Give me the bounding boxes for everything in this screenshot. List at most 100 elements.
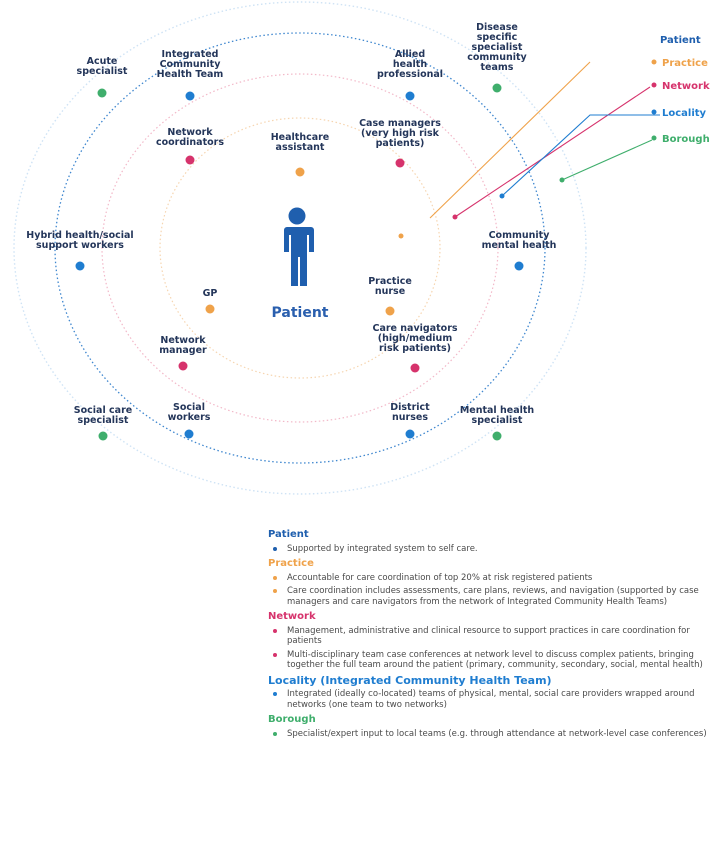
- bullet-icon: [273, 589, 277, 593]
- legend-label: Borough: [662, 134, 710, 145]
- key-section-list: Management, administrative and clinical …: [268, 626, 718, 671]
- node-dot-locality: [185, 91, 195, 101]
- bullet-icon: [273, 731, 277, 736]
- legend-item-practice: Practice: [651, 58, 708, 69]
- node-dot-network: [178, 361, 188, 371]
- key-item-text: Specialist/expert input to local teams (…: [287, 728, 707, 739]
- node-dot-borough: [492, 431, 502, 441]
- node-label-line: Care navigators: [372, 323, 457, 334]
- leader-line: [501, 114, 660, 197]
- node-label-line: specialist: [472, 42, 523, 53]
- key-item: Multi-disciplinary team case conferences…: [268, 650, 718, 671]
- node-label-line: Community: [489, 230, 551, 241]
- leader-dot: [499, 193, 505, 199]
- legend-label: Locality: [662, 108, 707, 119]
- node-dot-network: [395, 158, 405, 168]
- ring-4: [159, 117, 441, 379]
- node-dot-locality: [514, 261, 524, 271]
- node-dot-borough: [97, 88, 107, 98]
- key-section-title: Practice: [268, 558, 314, 569]
- legend-label: Patient: [660, 35, 701, 46]
- key-item: Management, administrative and clinical …: [268, 626, 718, 647]
- bullet-icon: [273, 652, 277, 657]
- node-label-line: Hybrid health/social: [26, 230, 133, 241]
- key-item: Integrated (ideally co-located) teams of…: [268, 689, 718, 710]
- node-label-line: specialist: [77, 66, 128, 77]
- node-label-line: mental health: [482, 240, 557, 251]
- node-label-line: Acute: [87, 56, 118, 67]
- node-label-line: specialist: [472, 415, 523, 426]
- ring-1: [13, 1, 587, 495]
- node-label: GP: [203, 288, 218, 299]
- node-dot-locality: [75, 261, 85, 271]
- key-section-list: Accountable for care coordination of top…: [268, 573, 718, 608]
- legend-item-locality: Locality: [651, 108, 707, 119]
- bullet-icon: [273, 628, 277, 633]
- legend-label: Practice: [662, 58, 708, 69]
- node-dot-network: [410, 363, 420, 373]
- node-dot-practice: [295, 167, 305, 177]
- legend-item-borough: Borough: [651, 134, 710, 145]
- node-dot-locality: [405, 91, 415, 101]
- legend-item-patient: Patient: [660, 35, 701, 46]
- node-gp: GP: [203, 288, 218, 314]
- node-label-line: Healthcare: [271, 132, 330, 143]
- node-label-line: Practice: [368, 276, 412, 287]
- node-label-line: specific: [477, 32, 517, 43]
- node-label-line: professional: [377, 69, 443, 80]
- node-label-line: Mental health: [460, 405, 535, 416]
- node-label-line: Community: [160, 59, 222, 70]
- key-item: Supported by integrated system to self c…: [268, 544, 718, 555]
- legend-bullet: [651, 109, 657, 115]
- legend-bullet: [651, 59, 657, 65]
- key-item-text: Multi-disciplinary team case conferences…: [287, 649, 703, 671]
- node-label-line: Case managers: [359, 118, 441, 129]
- node-label-line: Allied: [395, 49, 425, 60]
- leader-line: [561, 139, 653, 181]
- key-item-text: Care coordination includes assessments, …: [287, 586, 699, 607]
- person-icon: [283, 207, 314, 286]
- node-label-line: teams: [481, 62, 514, 73]
- node-label-line: community: [467, 52, 527, 63]
- node-label-line: District: [390, 402, 430, 413]
- node-label-line: nurses: [392, 412, 428, 423]
- node-label-line: Network: [167, 127, 213, 138]
- legend-bullet: [651, 82, 657, 88]
- node-label-line: Integrated: [162, 49, 219, 60]
- key-item-text: Supported by integrated system to self c…: [287, 543, 478, 554]
- node-dot-practice: [205, 304, 215, 314]
- legend-item-network: Network: [651, 81, 710, 92]
- node-dot-network: [185, 155, 195, 165]
- node-label-line: (high/medium: [378, 333, 453, 344]
- leader-dot: [452, 214, 458, 220]
